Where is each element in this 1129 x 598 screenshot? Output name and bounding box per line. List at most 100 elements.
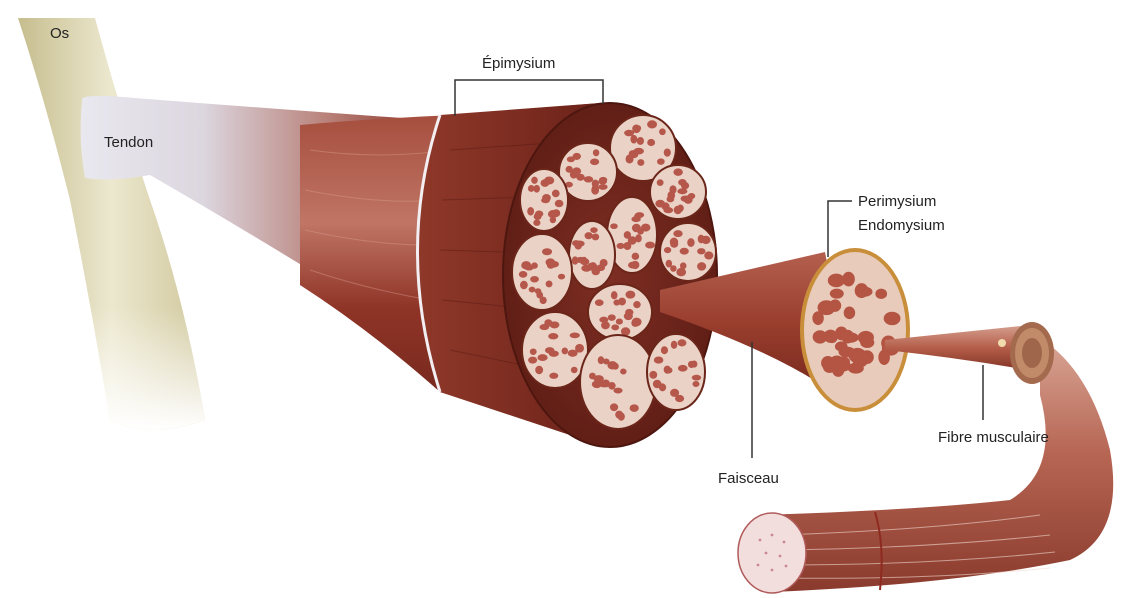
label-epimysium: Épimysium: [482, 55, 555, 72]
muscle-fiber-cell: [555, 200, 564, 208]
muscle-fiber-cell: [572, 167, 581, 174]
muscle-fiber-cell: [570, 333, 580, 339]
muscle-fiber-cell: [533, 185, 540, 193]
muscle-fiber-cell: [601, 380, 610, 388]
muscle-fiber-cell: [535, 210, 543, 217]
muscle-fiber-cell: [593, 149, 599, 156]
muscle-fiber-cell: [590, 159, 599, 166]
muscle-fiber-cell: [637, 159, 644, 166]
muscle-fiber-cell: [653, 380, 662, 388]
muscle-fiber-cell: [620, 368, 627, 374]
muscle-fiber-cell: [828, 274, 845, 288]
muscle-fiber-cell: [626, 155, 633, 161]
muscle-fiber-cell: [528, 357, 537, 364]
muscle-fiber-cell: [657, 179, 664, 186]
muscle-fiber-cell: [617, 243, 625, 249]
muscle-fiber-cell: [842, 272, 855, 287]
muscle-fiber-cell: [673, 230, 682, 237]
muscle-fiber-cell: [616, 318, 623, 324]
muscle-fiber-cell: [548, 333, 558, 339]
muscle-fiber-cell: [678, 365, 688, 372]
muscle-fiber-cell: [830, 355, 843, 366]
muscle-fiber-cell: [611, 291, 618, 299]
muscle-fiber-cell: [529, 287, 536, 293]
muscle-fiber-cell: [631, 261, 639, 269]
muscle-fiber-cell: [589, 262, 597, 271]
muscle-fiber-cell: [624, 312, 633, 320]
muscle-fiber-cell: [678, 179, 686, 186]
muscle-fiber-cell: [628, 236, 637, 244]
muscle-fiber-cell: [855, 283, 869, 298]
muscle-fiber-cell: [812, 311, 823, 325]
muscle-fiber-cell: [632, 318, 642, 327]
muscle-fiber-cell: [813, 330, 828, 343]
muscle-fiber-cell: [632, 253, 640, 260]
muscle-fiber-cell: [610, 223, 618, 229]
muscle-fiber-cell: [601, 321, 610, 329]
muscle-fiber-cell: [673, 168, 682, 175]
muscle-fiber-cell: [613, 388, 622, 394]
muscle-fiber-cell: [654, 356, 664, 363]
muscle-fiber-cell: [844, 307, 855, 320]
muscle-fiber-cell: [571, 367, 578, 373]
muscle-fiber-cell: [645, 242, 655, 249]
muscle-fiber-cell: [546, 280, 553, 287]
muscle-fiber-cell: [697, 262, 706, 271]
muscle-fiber-cell: [567, 156, 575, 162]
muscle-fiber-cell: [830, 289, 844, 299]
muscle-fiber-cell: [558, 274, 565, 280]
muscle-fiber-cell: [552, 190, 560, 198]
muscle-fiber-cell: [531, 177, 538, 184]
muscle-fiber-cell: [520, 281, 528, 290]
muscle-fiber-cell: [647, 139, 655, 146]
label-faisceau: Faisceau: [718, 470, 779, 487]
muscle-fiber-cell: [671, 341, 678, 349]
muscle-fiber-cell: [546, 258, 556, 266]
muscle-fiber-cell: [542, 248, 552, 255]
muscle-fiber-cell: [544, 176, 554, 184]
muscle-fiber-cell: [611, 324, 619, 330]
muscle-fiber-cell: [585, 232, 593, 239]
muscle-fiber-cell: [647, 120, 657, 128]
muscle-fiber-cell: [670, 265, 676, 272]
muscle-fiber-cell: [634, 213, 642, 219]
muscle-fiber-cell: [595, 299, 604, 306]
muscle-fiber-cell: [674, 206, 682, 215]
muscle-fiber-cell: [527, 207, 534, 216]
muscle-fiber-cell: [680, 248, 689, 255]
muscle-fiber-cell: [687, 238, 694, 247]
muscle-fiber-cell: [533, 220, 540, 226]
muscle-fiber-cell: [592, 180, 599, 188]
muscle-fiber-cell: [598, 184, 607, 190]
muscle-fiber-cell: [610, 403, 618, 411]
muscle-fiber-cell: [544, 319, 552, 327]
muscle-fiber-cell: [562, 348, 568, 355]
muscle-fiber-cell: [613, 299, 620, 305]
muscle-fiber-cell: [676, 268, 686, 277]
fascicle-cross-section: [800, 248, 910, 412]
muscle-fiber-cell: [637, 137, 644, 145]
muscle-fiber-cell: [692, 375, 701, 381]
muscle-fiber-cell: [860, 337, 874, 348]
muscle-fiber-cell: [688, 361, 695, 368]
muscle-fiber-cell: [632, 124, 640, 133]
muscle-cross-section: [503, 103, 717, 447]
muscle-fiber-cell: [664, 366, 671, 374]
muscle-fiber-cell: [568, 350, 578, 357]
muscle-fiber-cell: [575, 240, 585, 246]
muscle-fiber-cell: [697, 248, 705, 254]
muscle-fiber-cell: [860, 350, 874, 364]
muscle-fiber-cell: [535, 288, 542, 294]
muscle-fiber-cell: [670, 389, 679, 397]
muscle-fiber-cell: [637, 228, 644, 235]
muscle-fiber-cell: [592, 233, 600, 240]
muscle-fiber-cell: [655, 200, 665, 208]
muscle-fiber-cell: [841, 330, 854, 344]
muscle-fiber-cell: [625, 291, 635, 299]
muscle-fiber-cell: [548, 210, 558, 218]
muscle-fiber-cell: [590, 227, 597, 233]
muscle-fiber-cell: [664, 247, 671, 253]
muscle-fiber-cell: [698, 235, 705, 244]
muscle-fiber-cell: [603, 358, 610, 364]
label-tendon: Tendon: [104, 134, 153, 151]
